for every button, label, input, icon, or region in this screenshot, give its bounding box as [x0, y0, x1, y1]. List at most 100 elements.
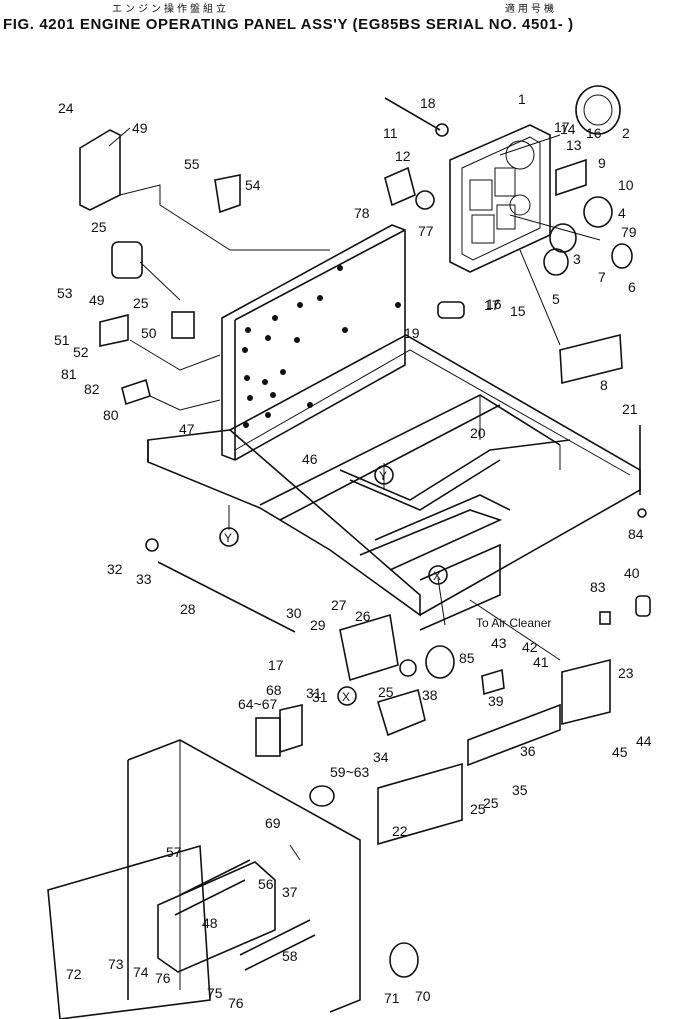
part-number-label: 70 — [415, 988, 431, 1004]
part-number-label: 31 — [312, 689, 328, 705]
part-number-label: 46 — [302, 451, 318, 467]
part-number-label: 35 — [512, 782, 528, 798]
ref-y-circle-upper — [374, 465, 394, 485]
part-number-label: 4 — [618, 205, 626, 221]
part-number-label: 26 — [355, 608, 371, 624]
part-number-label: 42 — [522, 639, 538, 655]
part-number-label: 6 — [628, 279, 636, 295]
part-number-label: 64~67 — [238, 696, 278, 712]
japanese-title: エンジン操作盤組立 — [112, 4, 229, 15]
part-number-label: 52 — [73, 344, 89, 360]
part-number-label: 32 — [107, 561, 123, 577]
part-number-label: 56 — [258, 876, 274, 892]
part-number-label: 16 — [586, 125, 602, 141]
part-number-label: 1 — [518, 91, 526, 107]
part-number-label: 48 — [202, 915, 218, 931]
part-number-label: 40 — [624, 565, 640, 581]
part-number-label: 58 — [282, 948, 298, 964]
part-number-label: 79 — [621, 224, 637, 240]
part-number-label: 84 — [628, 526, 644, 542]
part-number-label: 17 — [554, 119, 570, 135]
ref-y-label-lower: Y — [224, 531, 232, 545]
part-number-label: 51 — [54, 332, 70, 348]
ref-y-circle-lower — [219, 527, 239, 547]
part-number-label: 28 — [180, 601, 196, 617]
part-number-label: 72 — [66, 966, 82, 982]
vertical-plate — [221, 224, 406, 461]
part-number-label: 83 — [590, 579, 606, 595]
part-number-label: 78 — [354, 205, 370, 221]
part-number-label: 69 — [265, 815, 281, 831]
part-number-label: 10 — [618, 177, 634, 193]
ref-x-label-lower: X — [342, 690, 350, 704]
part-number-label: 27 — [331, 597, 347, 613]
part-number-label: 31 — [306, 685, 322, 701]
part-number-label: 45 — [612, 744, 628, 760]
part-number-label: 2 — [622, 125, 630, 141]
part-number-label: 49 — [89, 292, 105, 308]
part-number-label: 47 — [179, 421, 195, 437]
part-number-label: 19 — [404, 325, 420, 341]
part-number-label: 39 — [488, 693, 504, 709]
ref-x-label-upper: X — [433, 569, 441, 583]
part-number-label: 25 — [483, 795, 499, 811]
part-number-label: 74 — [133, 964, 149, 980]
part-number-label: 38 — [422, 687, 438, 703]
leader-lines — [108, 127, 601, 861]
part-number-label: 16 — [486, 296, 502, 312]
japanese-serial-label: 適用号機 — [505, 4, 557, 15]
part-number-label: 57 — [166, 844, 182, 860]
air-cleaner-note: To Air Cleaner — [476, 616, 551, 630]
part-number-label: 82 — [84, 381, 100, 397]
part-number-label: 76 — [228, 995, 244, 1011]
ref-y-label-upper: Y — [379, 469, 387, 483]
part-number-label: 76 — [155, 970, 171, 986]
part-number-label: 86 — [0, 0, 16, 3]
part-number-label: 14 — [560, 121, 576, 137]
part-number-label: 25 — [133, 295, 149, 311]
part-number-label: 25 — [378, 684, 394, 700]
part-number-label: 44 — [636, 733, 652, 749]
part-number-label: 21 — [622, 401, 638, 417]
part-number-label: 68 — [266, 682, 282, 698]
part-number-label: 33 — [136, 571, 152, 587]
part-number-label: 80 — [103, 407, 119, 423]
part-number-label: 3 — [573, 251, 581, 267]
part-number-label: 12 — [395, 148, 411, 164]
part-number-label: 41 — [533, 654, 549, 670]
part-number-label: 29 — [310, 617, 326, 633]
base-frame — [147, 334, 641, 631]
part-number-label: 55 — [184, 156, 200, 172]
part-number-label: 59~63 — [330, 764, 370, 780]
part-number-label: 77 — [418, 223, 434, 239]
part-number-label: 71 — [384, 990, 400, 1006]
part-number-label: 54 — [245, 177, 261, 193]
part-number-label: 30 — [286, 605, 302, 621]
part-number-label: 43 — [491, 635, 507, 651]
part-number-label: 85 — [459, 650, 475, 666]
part-number-label: 13 — [566, 137, 582, 153]
part-number-label: 24 — [58, 100, 74, 116]
part-number-label: 50 — [141, 325, 157, 341]
part-number-label: 25 — [91, 219, 107, 235]
part-number-label: 11 — [383, 125, 398, 141]
ref-x-circle-upper — [428, 565, 448, 585]
part-number-label: 37 — [282, 884, 298, 900]
part-number-label: 8 — [600, 377, 608, 393]
part-number-label: 81 — [61, 366, 77, 382]
part-number-label: 15 — [510, 303, 526, 319]
part-number-label: 18 — [420, 95, 436, 111]
ref-x-circle-lower — [337, 686, 357, 706]
part-number-label: 53 — [57, 285, 73, 301]
part-number-label: 5 — [552, 291, 560, 307]
part-number-label: 87 — [0, 0, 16, 3]
part-number-label: 25 — [470, 801, 486, 817]
part-number-label: 73 — [108, 956, 124, 972]
part-number-label: 49 — [132, 120, 148, 136]
part-number-label: 23 — [618, 665, 634, 681]
part-number-label: 9 — [598, 155, 606, 171]
part-number-label: 75 — [207, 985, 223, 1001]
part-number-label: 22 — [392, 823, 408, 839]
